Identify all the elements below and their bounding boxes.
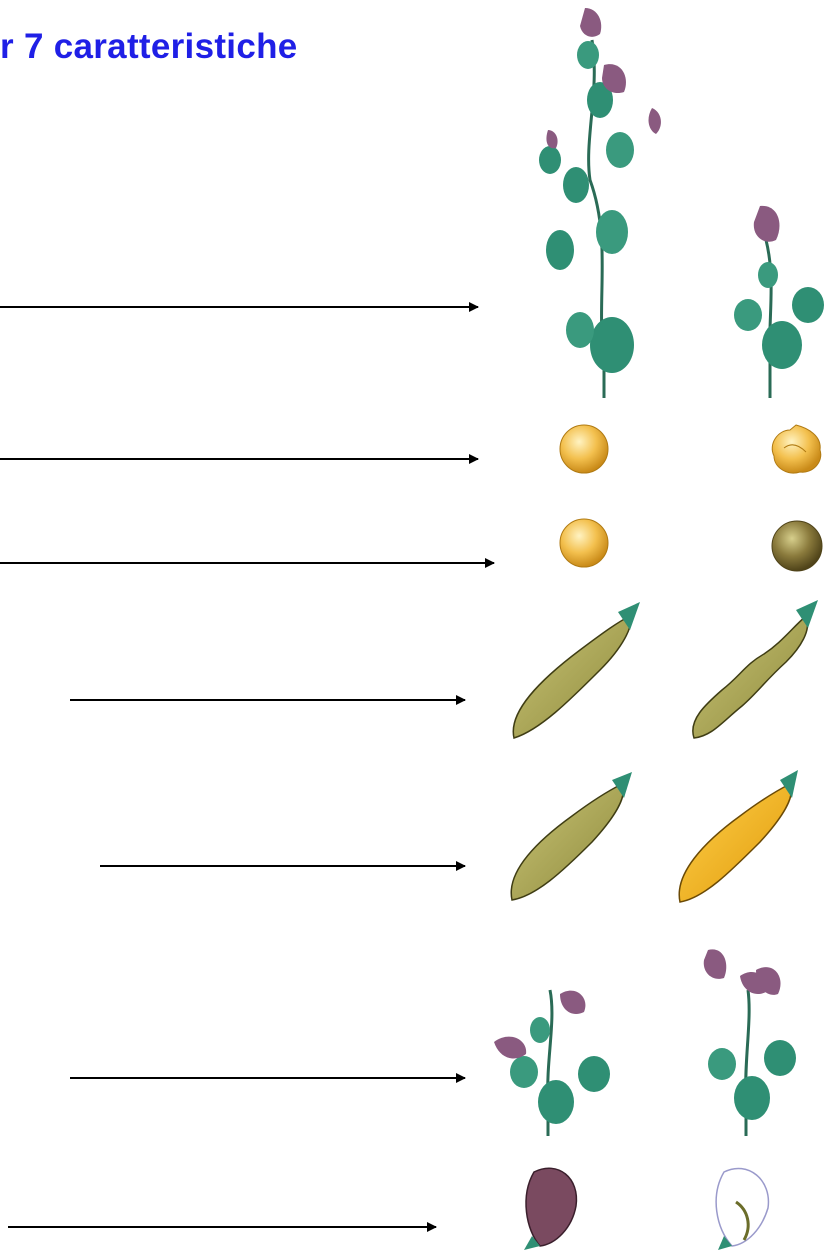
yellow-seed-illustration xyxy=(560,519,608,567)
purple-flower-illustration xyxy=(524,1168,576,1250)
green-seed-illustration xyxy=(772,521,822,571)
round-seed-illustration xyxy=(560,425,608,473)
green-pod-illustration xyxy=(511,772,632,900)
terminal-flowers-plant-illustration xyxy=(704,949,796,1136)
white-flower-illustration xyxy=(716,1168,768,1250)
tall-plant-illustration xyxy=(539,8,661,398)
inflated-pod-illustration xyxy=(513,602,640,738)
yellow-pod-illustration xyxy=(679,770,798,902)
axial-flowers-plant-illustration xyxy=(494,990,610,1136)
wrinkled-seed-illustration xyxy=(772,425,821,473)
constricted-pod-illustration xyxy=(693,600,818,738)
dwarf-plant-illustration xyxy=(734,206,824,398)
